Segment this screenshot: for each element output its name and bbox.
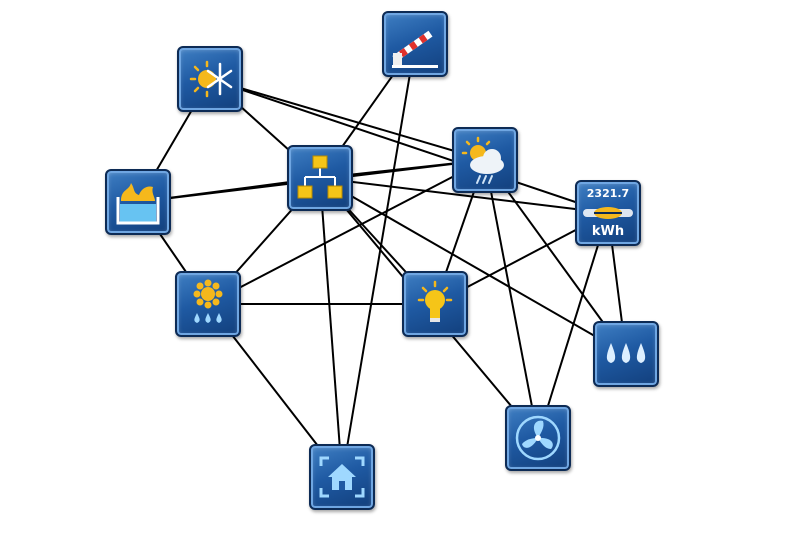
network-hierarchy-icon bbox=[297, 155, 343, 199]
fan-node[interactable] bbox=[505, 405, 571, 471]
link-meter-fan bbox=[537, 212, 609, 439]
energy-meter-icon bbox=[583, 207, 633, 219]
pool-node[interactable] bbox=[105, 169, 171, 235]
sun-snowflake-icon bbox=[189, 60, 233, 98]
sun-snow-node[interactable] bbox=[177, 46, 243, 112]
link-hub-water bbox=[319, 177, 627, 355]
water-drops-icon bbox=[606, 343, 646, 363]
link-sun-snow-weather bbox=[209, 78, 486, 161]
garden-node[interactable] bbox=[175, 271, 241, 337]
barrier-node[interactable] bbox=[382, 11, 448, 77]
sun-cloud-rain-icon bbox=[461, 136, 504, 184]
link-weather-fan bbox=[484, 159, 539, 439]
barrier-gate-icon bbox=[392, 30, 438, 68]
fan-icon bbox=[515, 415, 561, 461]
link-hub-meter bbox=[319, 177, 609, 214]
link-garden-weather bbox=[207, 159, 486, 305]
meter-unit: kWh bbox=[591, 224, 625, 239]
light-node[interactable] bbox=[402, 271, 468, 337]
meter-reading: 2321.7 bbox=[586, 187, 630, 200]
water-node[interactable] bbox=[593, 321, 659, 387]
light-bulb-icon bbox=[417, 280, 453, 322]
meter-node[interactable]: 2321.7 kWh bbox=[575, 180, 641, 246]
home-node[interactable] bbox=[309, 444, 375, 510]
home-icon bbox=[319, 456, 365, 498]
link-hub-home bbox=[319, 177, 343, 478]
link-sun-snow-meter bbox=[209, 78, 609, 214]
weather-node[interactable] bbox=[452, 127, 518, 193]
hub-node[interactable] bbox=[287, 145, 353, 211]
heated-pool-icon bbox=[116, 183, 160, 225]
link-barrier-home bbox=[341, 43, 416, 478]
sun-water-drops-icon bbox=[193, 279, 223, 323]
